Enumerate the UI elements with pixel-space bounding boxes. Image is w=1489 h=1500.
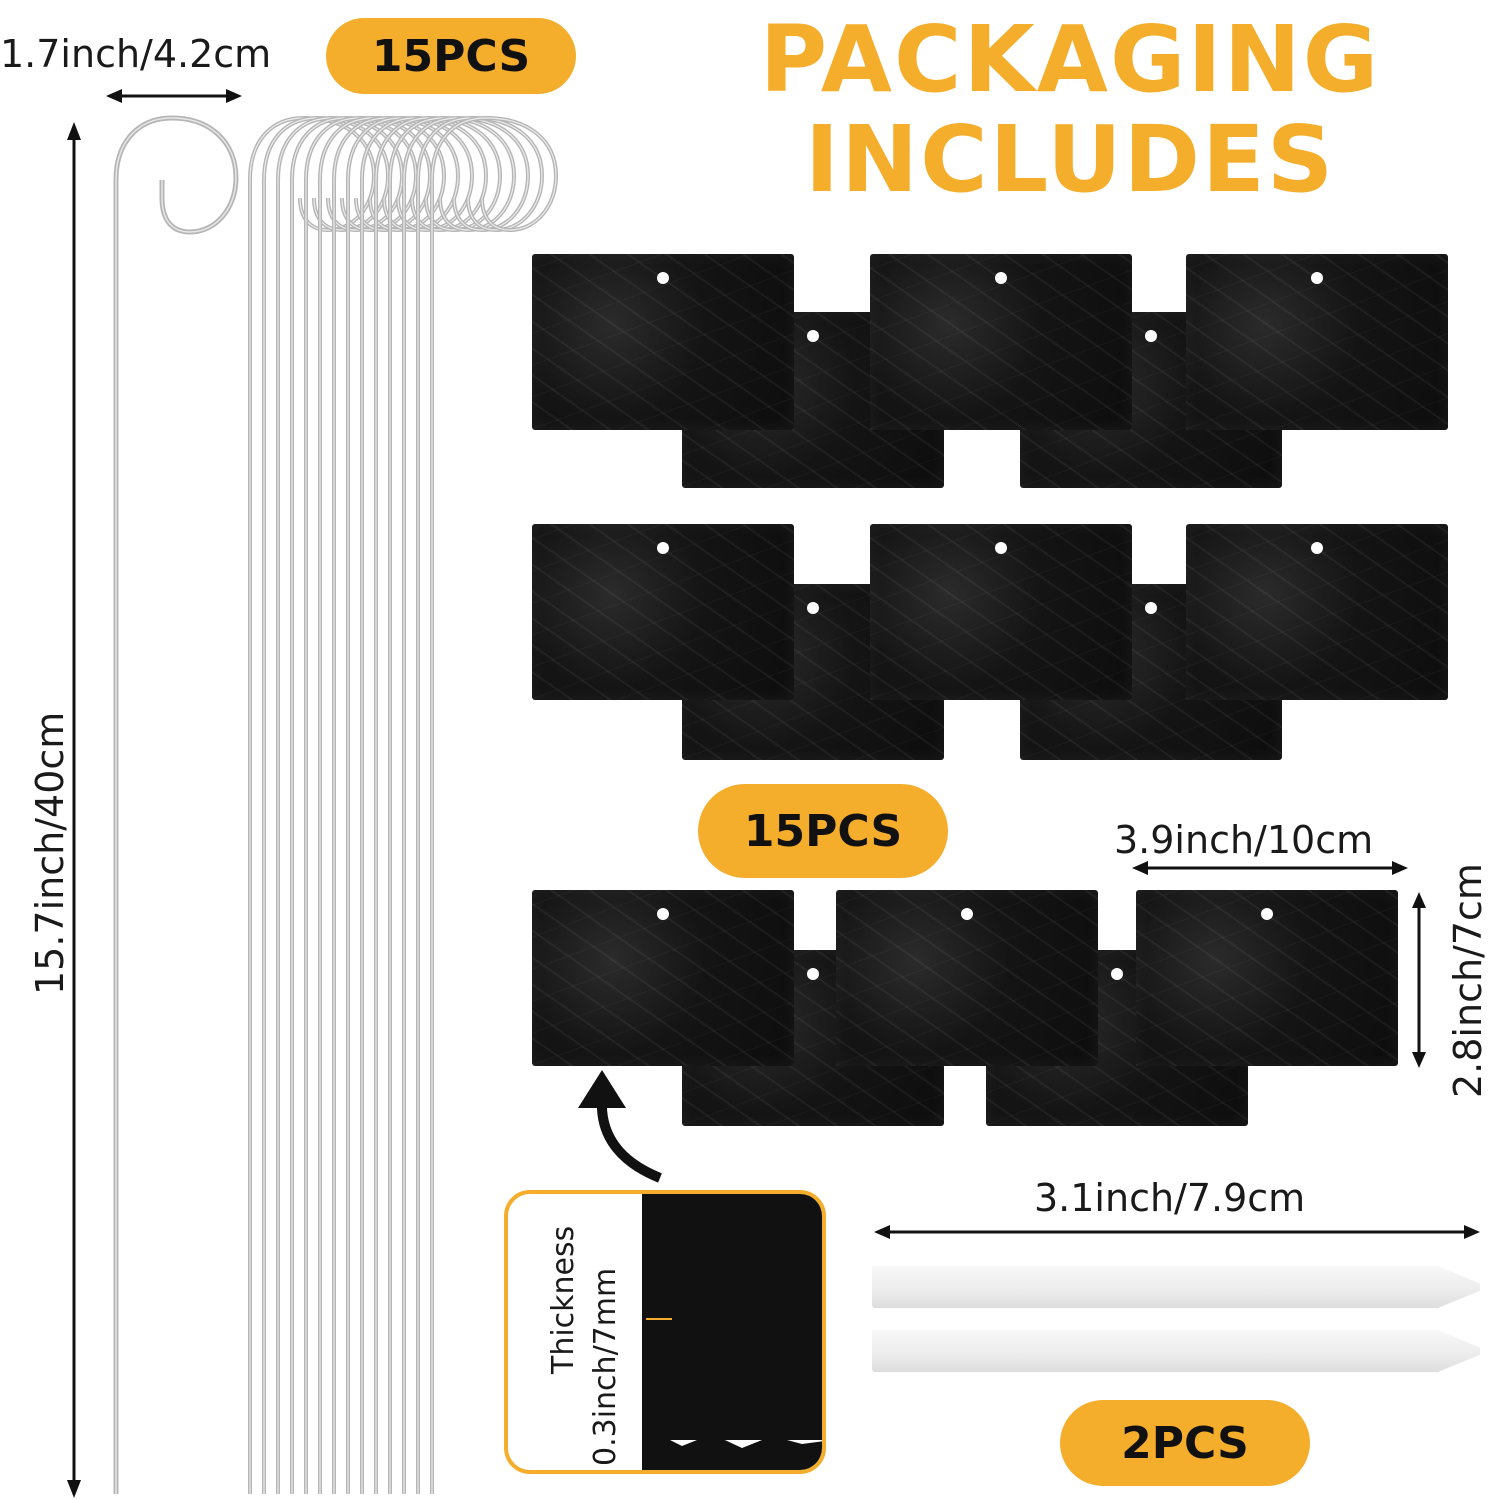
slate-hole [995, 272, 1007, 284]
thickness-value: 0.3inch/7mm [588, 1267, 623, 1466]
slate-tag-7 [532, 254, 794, 430]
slate-height-label: 2.8inch/7cm [1446, 863, 1489, 1098]
title-line-2: INCLUDES [804, 106, 1336, 213]
stake-8 [332, 115, 461, 1494]
chalk-length-label: 3.1inch/7.9cm [1034, 1176, 1306, 1220]
double-arrow-icon [1132, 861, 1408, 875]
title-line-1: PACKAGING [759, 6, 1381, 113]
slate-hole [657, 272, 669, 284]
stake-stack [248, 115, 559, 1494]
slate-hole [1145, 330, 1157, 342]
slate-edge-closeup [642, 1194, 822, 1440]
chalk-stick-2 [872, 1329, 1480, 1373]
slate-tag-14 [836, 890, 1098, 1066]
thickness-label: Thickness [546, 1225, 581, 1374]
chalk-count-badge: 2PCS [1060, 1400, 1310, 1486]
slate-hole [1145, 602, 1157, 614]
slate-width-label: 3.9inch/10cm [1114, 818, 1374, 862]
slate-tag-12 [1186, 524, 1448, 700]
slate-hole [961, 908, 973, 920]
stake-7 [318, 115, 447, 1494]
slate-tag-9 [1186, 254, 1448, 430]
chalk-stick-1 [872, 1265, 1480, 1309]
stake-6 [304, 115, 433, 1494]
stake-12 [388, 115, 517, 1494]
slate-hole [1111, 968, 1123, 980]
slate-hole [1311, 272, 1323, 284]
slate-hole [657, 908, 669, 920]
slates-count-badge: 15PCS [698, 784, 948, 878]
slate-hole [657, 542, 669, 554]
slate-tag-13 [532, 890, 794, 1066]
stake-2 [248, 115, 377, 1494]
slate-hole [807, 330, 819, 342]
stake-single [113, 115, 239, 1494]
double-arrow-icon [874, 1225, 1480, 1239]
slate-hole [807, 602, 819, 614]
double-arrow-icon [67, 122, 81, 1498]
stake-9 [346, 115, 475, 1494]
stake-10 [360, 115, 489, 1494]
slate-hole [1311, 542, 1323, 554]
stake-5 [290, 115, 419, 1494]
hook-width-label: 1.7inch/4.2cm [0, 32, 272, 76]
stake-11 [374, 115, 503, 1494]
double-arrow-icon [1412, 892, 1426, 1068]
double-arrow-icon [106, 89, 242, 103]
slate-tag-15 [1136, 890, 1398, 1066]
slate-tag-10 [532, 524, 794, 700]
stake-3 [262, 115, 391, 1494]
slate-hole [995, 542, 1007, 554]
slate-hole [807, 968, 819, 980]
slate-tag-11 [870, 524, 1132, 700]
slate-hole [1261, 908, 1273, 920]
stake-4 [276, 115, 405, 1494]
stakes-count-badge: 15PCS [326, 18, 576, 94]
slate-tag-8 [870, 254, 1132, 430]
double-arrow-icon [646, 1318, 672, 1320]
curved-arrow-icon [578, 1070, 662, 1183]
thickness-callout: Thickness 0.3inch/7mm [504, 1190, 826, 1474]
stakes-illustration [67, 89, 559, 1498]
stake-length-label: 15.7inch/40cm [28, 711, 72, 995]
